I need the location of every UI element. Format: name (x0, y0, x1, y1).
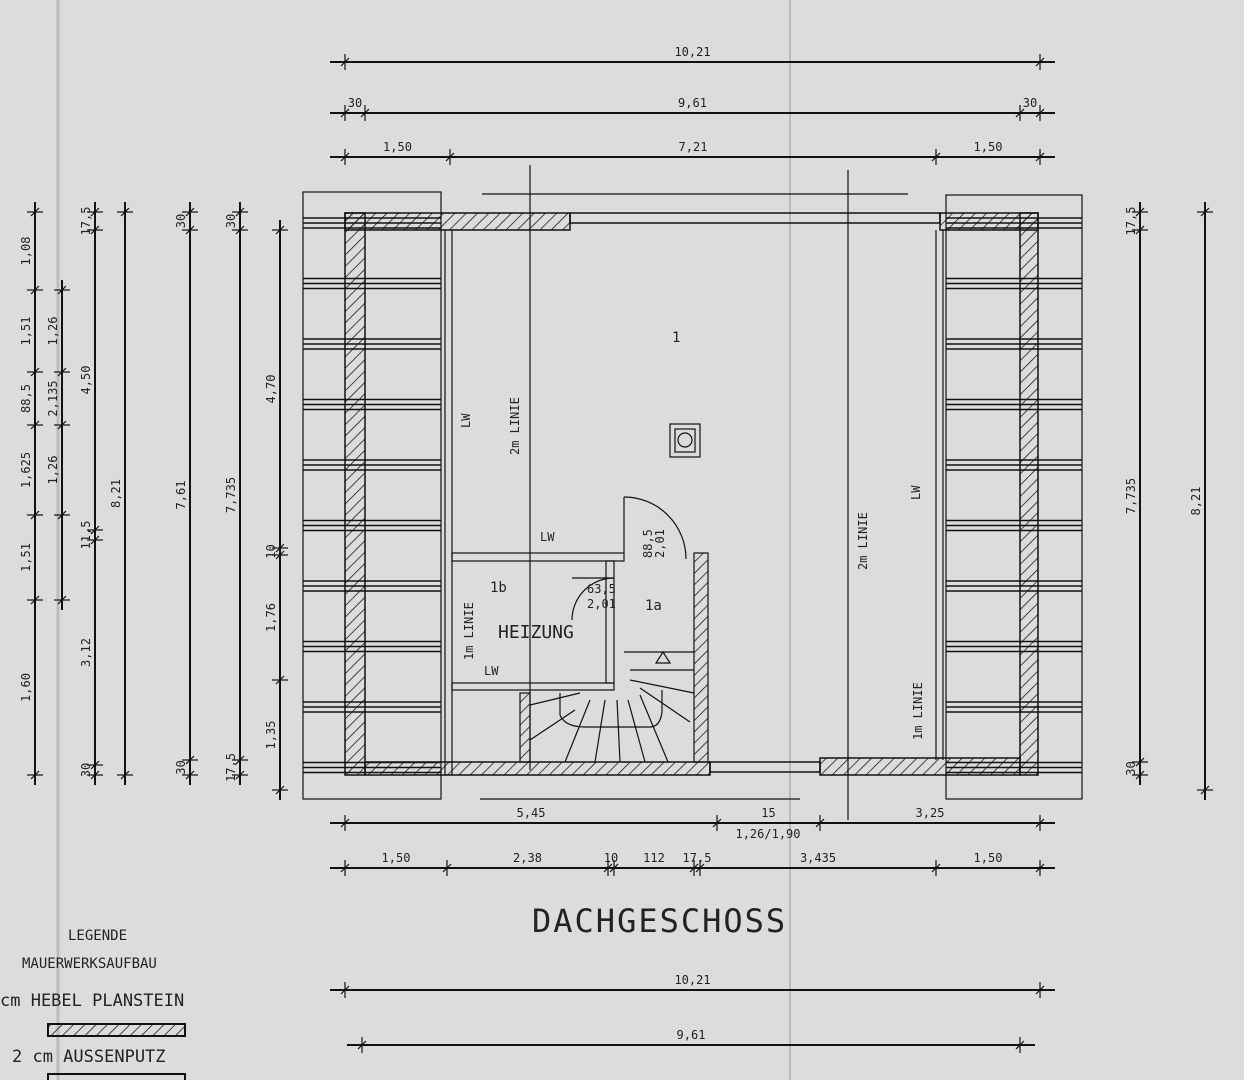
rafters (303, 217, 1082, 774)
drawing-title: DACHGESCHOSS (532, 902, 787, 940)
dimension-label: 10 (264, 544, 278, 558)
dimension-label: 1,51 (19, 317, 33, 346)
line-1m-label: 1m LINIE (462, 602, 476, 660)
door-height-label: 2,01 (587, 597, 616, 611)
dimension-label: 17,5 (1124, 207, 1138, 236)
dimension-label: 10 (604, 851, 618, 865)
dimension-label: 3,25 (916, 806, 945, 820)
dimension-label: 10,21 (674, 45, 710, 59)
dimension-label: 1,08 (19, 237, 33, 266)
dimension-label: 30 (174, 214, 188, 228)
dimension-label: 1,76 (264, 603, 278, 632)
dimension-label: 112 (643, 851, 665, 865)
dimension-label: 4,50 (79, 366, 93, 395)
dimension-label: 7,61 (174, 481, 188, 510)
dimension-label: 1,51 (19, 543, 33, 572)
dimension-label: 30 (224, 214, 238, 228)
heizung-label: HEIZUNG (498, 622, 574, 643)
door-height-label: 2,01 (653, 529, 667, 558)
dimension-label: 5,45 (517, 806, 546, 820)
dimension-label: 11,5 (79, 521, 93, 550)
dimension-label: 1,26 (46, 317, 60, 346)
dimension-label: 8,21 (1189, 487, 1203, 516)
dormer-frame-right (945, 194, 1083, 800)
legend-swatch-putz (47, 1073, 186, 1080)
dimension-label: 30 (79, 763, 93, 777)
lw-label: LW (540, 530, 555, 544)
dimension-label: 2,135 (46, 380, 60, 416)
dimension-label: 17,5 (79, 207, 93, 236)
dimension-label: 1,50 (382, 851, 411, 865)
legend-title: LEGENDE (68, 928, 127, 944)
dimension-label: 30 (1124, 761, 1138, 775)
dimension-label: 1,50 (974, 851, 1003, 865)
dimension-label: 9,61 (677, 1028, 706, 1042)
dimension-label: 9,61 (678, 96, 707, 110)
lw-label: LW (909, 485, 923, 500)
chimney (669, 423, 701, 458)
door-width-label: 63,5 (587, 582, 616, 596)
room-1a-label: 1a (645, 598, 662, 614)
door-width-label: 88,5 (641, 529, 655, 558)
dimension-label: 15 (761, 806, 775, 820)
dimension-label: 17,5 (224, 753, 238, 782)
room-1b-label: 1b (490, 580, 507, 596)
legend-subtitle: MAUERWERKSAUFBAU (22, 956, 157, 972)
legend-item: 2 cm AUSSENPUTZ (12, 1047, 166, 1067)
dimension-label: 3,12 (79, 638, 93, 667)
dimension-label: 7,21 (679, 140, 708, 154)
line-2m-label: 2m LINIE (508, 397, 522, 455)
dimension-label: 1,60 (19, 673, 33, 702)
dimension-label: 30 (174, 760, 188, 774)
dimension-label: 1,50 (383, 140, 412, 154)
dormer-frame-left (302, 191, 442, 800)
dimension-label: 7,735 (1124, 478, 1138, 514)
dimension-label: 1,35 (264, 721, 278, 750)
dimension-label: 88,5 (19, 384, 33, 413)
outer-walls (344, 212, 1039, 776)
dimension-label: 7,735 (224, 477, 238, 513)
dimension-label: 17,5 (683, 851, 712, 865)
lw-label: LW (484, 664, 499, 678)
dimension-label: 4,70 (264, 375, 278, 404)
dimension-label: 30 (1023, 96, 1037, 110)
dimension-label: 1,50 (974, 140, 1003, 154)
legend-item: cm HEBEL PLANSTEIN (0, 991, 184, 1011)
interior-walls (444, 165, 944, 820)
line-1m-label: 1m LINIE (911, 682, 925, 740)
dimension-label: 2,38 (513, 851, 542, 865)
dimension-label: 1,26 (46, 456, 60, 485)
dimension-lines: 10,21 30 9,61 30 1,50 7,21 1,50 5,45 15 3,25 1,26/… (19, 45, 1213, 1053)
dimension-label: 3,435 (800, 851, 836, 865)
legend: LEGENDE MAUERWERKSAUFBAU cm HEBEL PLANST… (0, 928, 186, 1080)
dimension-label: 1,625 (19, 452, 33, 488)
lw-label: LW (459, 413, 473, 428)
legend-swatch-planstein (47, 1023, 186, 1037)
dimension-label: 30 (348, 96, 362, 110)
line-2m-label: 2m LINIE (856, 512, 870, 570)
dimension-label: 10,21 (674, 973, 710, 987)
dimension-label: 1,26/1,90 (735, 827, 800, 841)
dimension-label: 8,21 (109, 479, 123, 508)
room-1-label: 1 (672, 330, 680, 346)
